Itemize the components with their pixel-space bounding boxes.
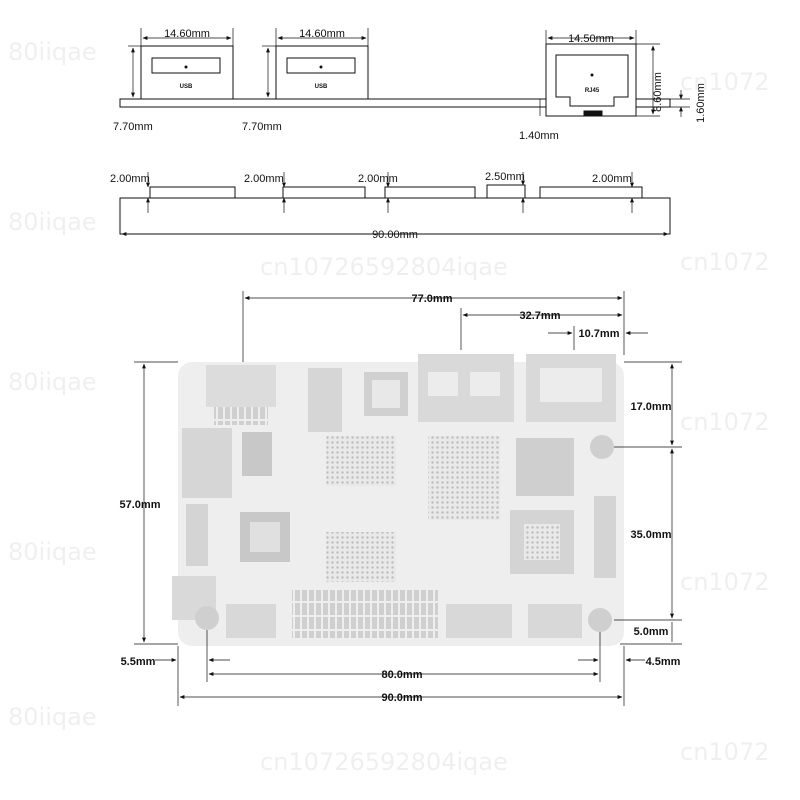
watermark-text: 80iiqae xyxy=(8,208,97,236)
usb-1-height-label: 7.70mm xyxy=(113,121,153,133)
board-usb-port-2 xyxy=(470,372,500,396)
side-height-2-label: 2.00mm xyxy=(244,173,284,185)
rj45-dot xyxy=(590,73,594,77)
dim-77-label: 77.0mm xyxy=(412,293,453,305)
rj45-port xyxy=(545,43,637,117)
dim-35-label: 35.0mm xyxy=(631,529,672,541)
dim-80-label: 80.0mm xyxy=(382,669,423,681)
board-gpio-header xyxy=(292,590,438,638)
board-connector-top-left xyxy=(206,365,276,407)
usb-2-height-label: 7.70mm xyxy=(242,121,282,133)
board-soc xyxy=(428,436,500,520)
board-mounting-hole-top-right xyxy=(590,435,614,459)
dim-10-7-label: 10.7mm xyxy=(579,328,620,340)
board-rj45-socket xyxy=(540,368,602,402)
side-view-dimensions xyxy=(121,172,669,236)
rj45-height-label: 8.60mm xyxy=(652,72,664,112)
rj45-socket-outline xyxy=(555,54,629,107)
board-side-connector xyxy=(186,504,208,566)
board-outline xyxy=(178,362,624,646)
usb-port-1-dot xyxy=(184,65,188,69)
board-chip-secondary-core xyxy=(250,522,280,552)
board-connector-pins xyxy=(214,405,268,425)
board-chip-emmc-core xyxy=(524,524,560,560)
board-usb-port-1 xyxy=(428,372,458,396)
board-view xyxy=(172,354,624,646)
board-mounting-hole-bottom-right xyxy=(588,608,612,632)
watermark-text: 80iiqae xyxy=(8,38,97,66)
side-component-5 xyxy=(539,186,643,199)
side-component-3 xyxy=(384,186,476,199)
side-total-length-label: 90.00mm xyxy=(372,229,418,241)
board-inductor xyxy=(242,432,272,476)
watermark-text: 80iiqae xyxy=(8,368,97,396)
watermark-text: cn1072 xyxy=(680,568,769,596)
side-component-2 xyxy=(282,186,366,199)
side-component-4 xyxy=(486,184,526,199)
top-view xyxy=(119,43,671,117)
board-memory-chip-1 xyxy=(326,436,396,486)
rj45-width-label: 14.50mm xyxy=(568,33,614,45)
board-chip-logo-inner xyxy=(372,380,400,408)
usb-port-1-slot xyxy=(151,57,221,74)
board-bottom-connector-2 xyxy=(446,604,512,638)
watermark-text: 80iiqae xyxy=(8,703,97,731)
dim-90-label: 90.0mm xyxy=(382,692,423,704)
top-view-labels: 14.60mm 14.60mm 14.50mm USB USB RJ45 7.7… xyxy=(113,28,707,142)
watermark-text: 80iiqae xyxy=(8,538,97,566)
side-height-3-label: 2.00mm xyxy=(358,173,398,185)
watermark-text: cn1072 xyxy=(680,68,769,96)
rj45-offset-label: 1.40mm xyxy=(519,130,559,142)
usb-2-width-label: 14.60mm xyxy=(299,28,345,40)
pcb-thickness-label: 1.60mm xyxy=(695,83,707,123)
board-chip-regulator xyxy=(308,368,342,432)
side-component-1 xyxy=(149,186,236,199)
board-dimension-labels: 77.0mm 32.7mm 10.7mm 17.0mm 57.0mm 35.0m… xyxy=(120,293,681,704)
board-chip-wifi xyxy=(516,438,574,496)
usb-port-2-dot xyxy=(319,65,323,69)
watermark-text: cn10726592804iqae xyxy=(260,748,508,776)
watermark-text: cn1072 xyxy=(680,408,769,436)
side-height-5-label: 2.00mm xyxy=(592,173,632,185)
board-mounting-hole-bottom-left xyxy=(195,606,219,630)
dim-32-7-label: 32.7mm xyxy=(520,310,561,322)
side-view xyxy=(119,184,671,235)
usb-1-width-label: 14.60mm xyxy=(164,28,210,40)
board-memory-chip-2 xyxy=(326,532,396,582)
board-bottom-connector-1 xyxy=(226,604,276,638)
rj45-base xyxy=(583,110,603,117)
top-pcb xyxy=(119,98,671,108)
watermark-text: cn10726592804iqae xyxy=(260,253,508,281)
board-dimensions xyxy=(134,291,682,706)
watermark-layer: 80iiqae cn1072 80iiqae cn10726592804iqae… xyxy=(8,38,769,776)
board-bottom-connector-3 xyxy=(528,604,582,638)
side-height-4-label: 2.50mm xyxy=(485,171,525,183)
rj45-label: RJ45 xyxy=(585,88,600,94)
top-view-dimensions xyxy=(128,28,690,117)
usb-2-label: USB xyxy=(315,84,328,90)
side-height-1-label: 2.00mm xyxy=(110,173,150,185)
dim-5-5-label: 5.5mm xyxy=(121,656,156,668)
dim-5-label: 5.0mm xyxy=(634,626,669,638)
board-right-connector xyxy=(594,496,616,578)
watermark-text: cn1072 xyxy=(680,248,769,276)
usb-port-2-slot xyxy=(286,57,356,74)
usb-1-label: USB xyxy=(180,84,193,90)
side-view-labels: 2.00mm 2.00mm 2.00mm 2.50mm 2.00mm 90.00… xyxy=(110,171,632,241)
dim-57-label: 57.0mm xyxy=(120,499,161,511)
dim-4-5-label: 4.5mm xyxy=(646,656,681,668)
watermark-text: cn1072 xyxy=(680,738,769,766)
board-power-connector xyxy=(182,428,232,498)
dim-17-label: 17.0mm xyxy=(631,401,672,413)
